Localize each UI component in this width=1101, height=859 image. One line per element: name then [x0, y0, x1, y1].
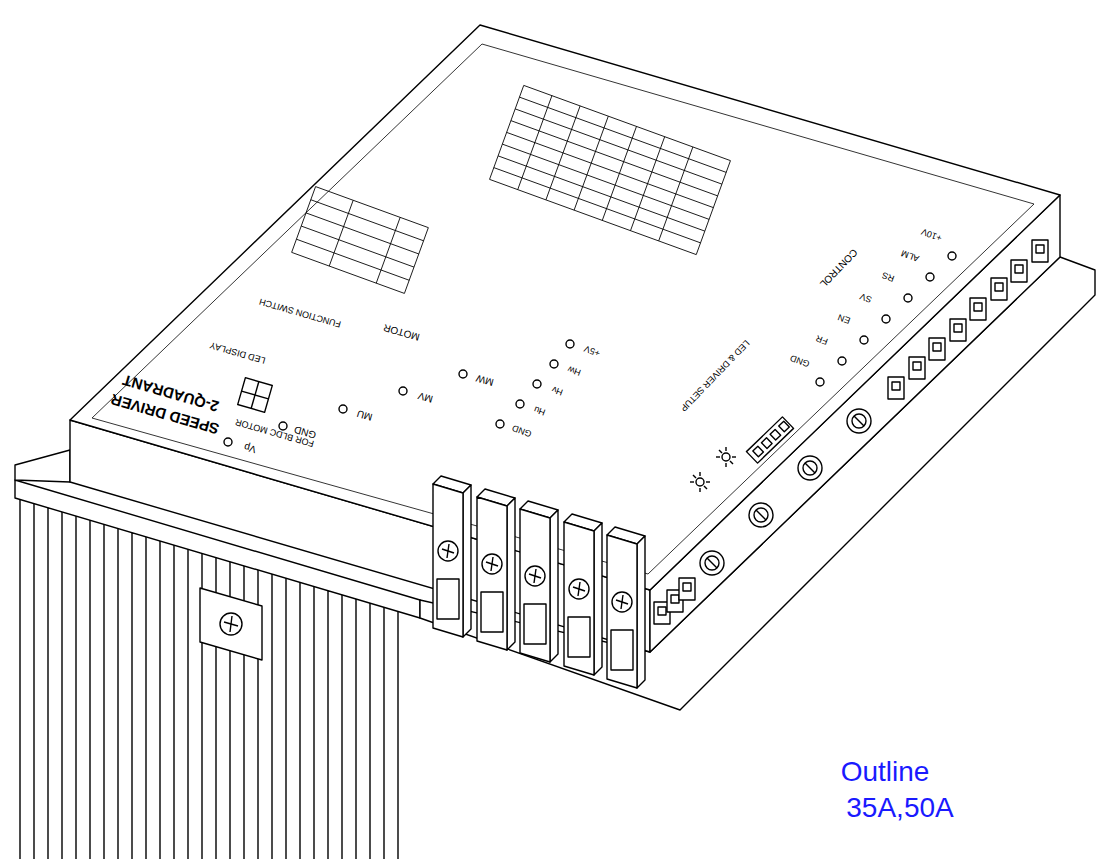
figure-caption: Outline: [841, 758, 930, 786]
terminal-label: Vp: [243, 442, 258, 455]
figure-caption: 35A,50A: [846, 794, 953, 822]
